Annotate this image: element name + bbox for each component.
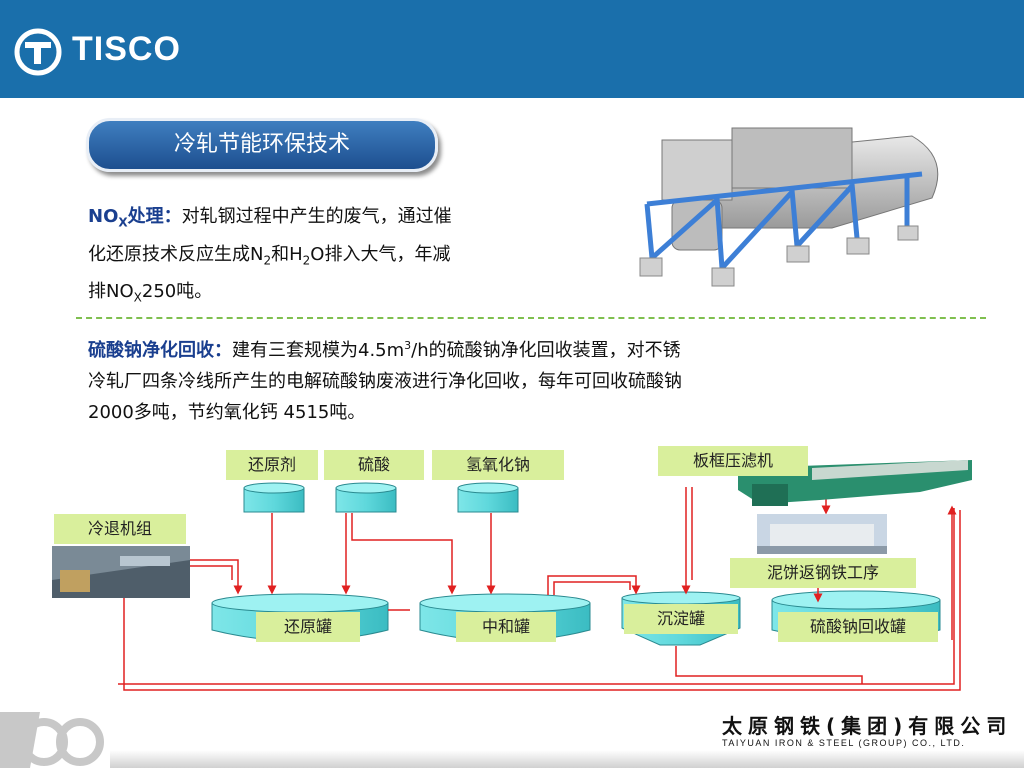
nox-text-2b: 和H [271, 243, 303, 265]
label-sulfuric-acid: 硫酸 [324, 450, 424, 480]
label-reductant: 还原剂 [226, 450, 318, 480]
label-filter-press: 板框压滤机 [658, 446, 808, 476]
nox-paragraph: NOX处理：对轧钢过程中产生的废气，通过催 化还原技术反应生成N2和H2O排入大… [88, 201, 558, 314]
sodium-lead: 硫酸钠净化回收： [88, 340, 232, 361]
sodium-num-3: 4515 [283, 402, 330, 423]
sodium-text-3b: 吨。 [329, 402, 366, 423]
sodium-paragraph: 硫酸钠净化回收：建有三套规模为4.5m3/h的硫酸钠净化回收装置，对不锈 冷轧厂… [88, 330, 858, 428]
footer-bar [110, 750, 1024, 768]
sodium-text-2: 冷轧厂四条冷线所产生的电解硫酸钠废液进行净化回收，每年可回收硫酸钠 [88, 371, 682, 392]
nox-sub-2: 2 [302, 253, 311, 268]
nox-text-2c: O排入大气，年减 [310, 243, 451, 265]
sodium-sup: 3 [404, 339, 412, 352]
denox-equipment-illustration [639, 127, 939, 287]
label-sedimentation-tank: 沉淀罐 [624, 604, 738, 634]
company-name-cn: 太原钢铁(集团)有限公司 [722, 714, 1013, 738]
facility-image [757, 514, 887, 554]
group-logo-icon [0, 712, 104, 768]
nox-lead: NOX处理： [88, 206, 182, 230]
tisco-logo-icon [14, 28, 62, 76]
label-sodium-hydroxide: 氢氧化钠 [432, 450, 564, 480]
page-title: 冷轧节能环保技术 [86, 118, 438, 172]
sodium-text-1b: /h的硫酸钠净化回收装置，对不锈 [411, 340, 681, 361]
nox-text-3a: 排NO [88, 281, 134, 303]
label-cold-mill: 冷退机组 [54, 514, 186, 544]
header-bar: TISCO [0, 0, 1024, 98]
company-name-en: TAIYUAN IRON & STEEL (GROUP) CO., LTD. [722, 738, 966, 748]
label-neutralization-tank: 中和罐 [456, 612, 556, 642]
reagent-tank-naoh [457, 482, 519, 513]
cold-mill-image [52, 546, 190, 598]
sodium-num-2: 2000 [88, 402, 134, 423]
reagent-tank-reductant [243, 482, 305, 513]
nox-sub-1: 2 [263, 253, 272, 268]
reagent-tank-acid [335, 482, 397, 513]
label-reduction-tank: 还原罐 [256, 612, 360, 642]
sodium-num-1: 4.5m [358, 340, 405, 361]
nox-text-2a: 化还原技术反应生成N [88, 243, 264, 265]
nox-text-3b: 250吨。 [141, 281, 213, 303]
label-sludge-return: 泥饼返钢铁工序 [730, 558, 916, 588]
brand-name: TISCO [72, 30, 181, 68]
label-sodium-recovery-tank: 硫酸钠回收罐 [778, 612, 938, 642]
sodium-text-3a: 多吨，节约氧化钙 [133, 402, 284, 423]
nox-sub-3: X [133, 290, 142, 305]
nox-text-1: 对轧钢过程中产生的废气，通过催 [181, 206, 452, 227]
sodium-text-1a: 建有三套规模为 [232, 340, 358, 361]
section-divider [76, 317, 986, 319]
